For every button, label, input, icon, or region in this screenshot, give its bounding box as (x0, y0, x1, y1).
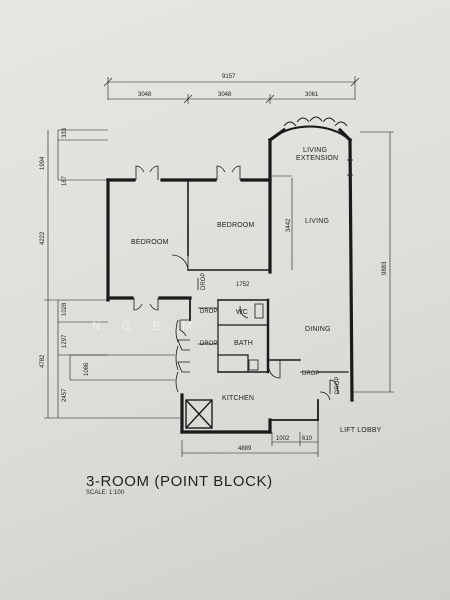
lift-lobby-label: LIFT LOBBY (340, 427, 382, 434)
drop-label-2: DROP (200, 309, 217, 315)
bottom-dimension-lines (181, 420, 319, 457)
drop-label-3: DROP (200, 341, 217, 347)
svg-text:3061: 3061 (305, 92, 319, 98)
svg-text:1297: 1297 (62, 334, 68, 348)
svg-text:4782: 4782 (40, 354, 46, 368)
service-box (185, 399, 213, 429)
svg-text:1994: 1994 (40, 156, 46, 170)
bedroom-left-label: BEDROOM (131, 239, 169, 246)
svg-text:1028: 1028 (62, 302, 68, 316)
plan-title: 3-ROOM (POINT BLOCK) (86, 473, 273, 490)
door-swings (133, 159, 353, 401)
svg-text:1086: 1086 (84, 362, 90, 376)
wc-label: WC (236, 309, 248, 316)
room-labels: BEDROOM BEDROOM LIVING EXTENSION LIVING … (131, 147, 382, 434)
svg-text:187: 187 (62, 175, 68, 186)
svg-text:4889: 4889 (238, 446, 252, 452)
svg-text:9157: 9157 (222, 74, 236, 80)
walls (106, 127, 354, 434)
svg-text:333: 333 (62, 127, 68, 138)
svg-text:9883: 9883 (382, 261, 388, 275)
top-dimension-lines (103, 76, 360, 104)
drop-label-4: DROP (302, 371, 319, 377)
kitchen-label: KITCHEN (222, 395, 254, 402)
svg-text:610: 610 (302, 436, 313, 442)
living-extension-label-1: LIVING (303, 147, 327, 154)
living-label: LIVING (305, 218, 329, 225)
svg-text:3048: 3048 (138, 92, 152, 98)
living-extension-label-2: EXTENSION (296, 155, 338, 162)
drop-label-1: DROP (201, 273, 207, 290)
svg-text:3048: 3048 (218, 92, 232, 98)
dimension-labels: 9157 3048 3048 3061 333 1994 187 4222 10… (40, 74, 388, 452)
bath-label: BATH (234, 340, 253, 347)
dining-label: DINING (305, 326, 331, 333)
bedroom-mid-label: BEDROOM (217, 222, 255, 229)
living-extension-curve (269, 125, 351, 141)
svg-text:1002: 1002 (276, 436, 290, 442)
svg-text:3442: 3442 (286, 218, 292, 232)
drop-markers (197, 278, 320, 373)
svg-text:2457: 2457 (62, 388, 68, 402)
watermark-text: N G E M (92, 319, 201, 333)
drop-label-5: DROP (335, 377, 341, 394)
left-dimension-lines (44, 129, 180, 419)
plan-scale: SCALE: 1:100 (86, 490, 125, 496)
svg-text:4222: 4222 (40, 231, 46, 245)
svg-text:1752: 1752 (236, 282, 250, 288)
right-dimension-lines (291, 131, 394, 393)
